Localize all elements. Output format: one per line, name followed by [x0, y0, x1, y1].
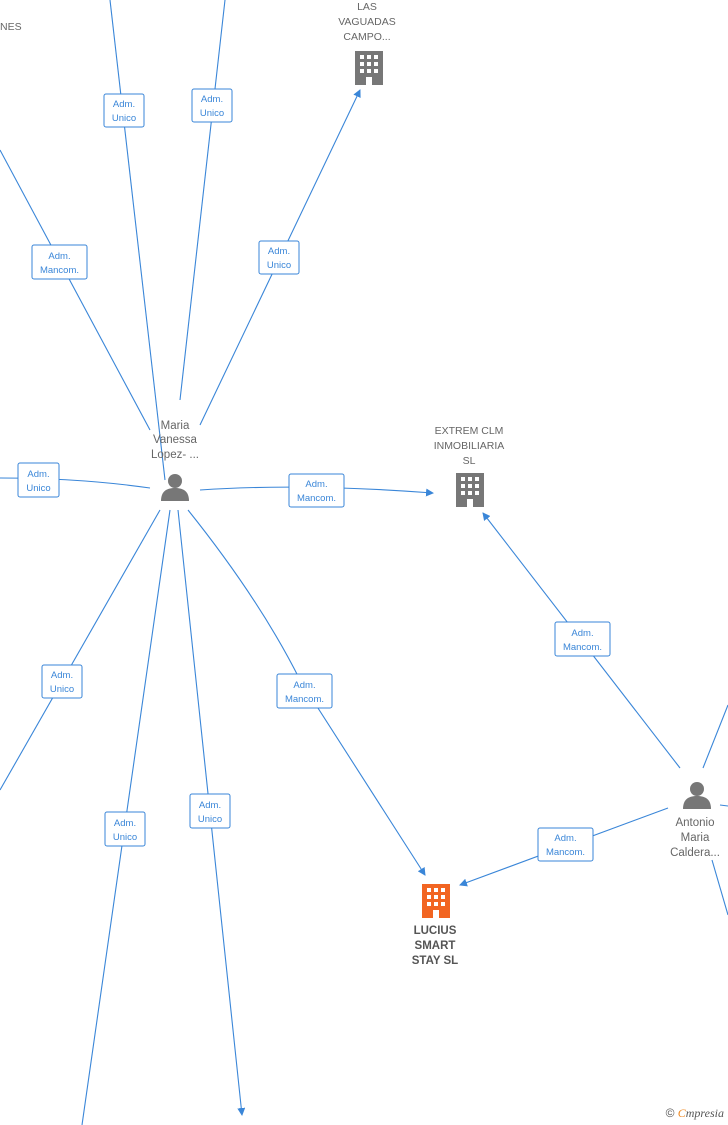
- svg-text:Adm.: Adm.: [113, 99, 135, 110]
- svg-text:Mancom.: Mancom.: [563, 642, 602, 653]
- svg-text:LUCIUS: LUCIUS: [414, 925, 457, 937]
- edge-label-10: Adm. Unico: [189, 793, 231, 829]
- svg-text:Unico: Unico: [112, 113, 136, 124]
- node-lucius[interactable]: LUCIUS SMART STAY SL: [412, 884, 458, 967]
- watermark: © Cmpresia: [666, 1106, 724, 1121]
- edge-label-4: Adm. Unico: [258, 240, 300, 275]
- edge-label-7: Adm. Unico: [41, 664, 83, 699]
- copyright-symbol: ©: [665, 1106, 675, 1120]
- edge-right-top: [702, 704, 728, 769]
- edge-label-11: Adm. Mancom.: [554, 621, 611, 657]
- svg-text:Adm.: Adm.: [51, 670, 73, 681]
- svg-text:SL: SL: [463, 455, 476, 467]
- svg-text:Adm.: Adm.: [305, 479, 327, 490]
- edge-label-9: Adm. Unico: [104, 811, 146, 847]
- svg-text:Adm.: Adm.: [27, 469, 49, 480]
- svg-text:Adm.: Adm.: [293, 680, 315, 691]
- edge-bottom-left: [0, 509, 161, 791]
- svg-text:SMART: SMART: [415, 940, 456, 952]
- svg-text:Unico: Unico: [113, 832, 137, 843]
- svg-text:Caldera...: Caldera...: [670, 847, 720, 859]
- edge-label-6: Adm. Mancom.: [288, 473, 345, 508]
- node-maria[interactable]: Maria Vanessa Lopez- ...: [151, 420, 199, 501]
- node-las-vaguadas[interactable]: LAS VAGUADAS CAMPO...: [338, 1, 396, 85]
- person-icon: [683, 782, 711, 809]
- node-extrem[interactable]: EXTREM CLM INMOBILIARIA SL: [434, 425, 505, 507]
- node-antonio[interactable]: Antonio Maria Caldera...: [670, 782, 720, 859]
- svg-text:Unico: Unico: [198, 814, 222, 825]
- edge-label-5: Adm. Unico: [17, 462, 60, 498]
- edge-label-1: Adm. Unico: [103, 93, 145, 128]
- svg-text:Vanessa: Vanessa: [153, 434, 198, 446]
- edge-label-2: Adm. Unico: [191, 88, 233, 123]
- svg-text:Mancom.: Mancom.: [285, 694, 324, 705]
- edge-label-8: Adm. Mancom.: [276, 673, 333, 709]
- edge-top-1: [109, 0, 166, 481]
- svg-text:Antonio: Antonio: [675, 817, 714, 829]
- svg-text:Adm.: Adm.: [199, 800, 221, 811]
- svg-text:INMOBILIARIA: INMOBILIARIA: [434, 440, 505, 452]
- svg-text:VAGUADAS: VAGUADAS: [338, 16, 396, 28]
- svg-text:EXTREM CLM: EXTREM CLM: [435, 425, 504, 437]
- svg-text:Unico: Unico: [200, 108, 224, 119]
- svg-text:Maria: Maria: [681, 832, 710, 844]
- svg-text:Adm.: Adm.: [201, 94, 223, 105]
- edge-top-2: [179, 0, 226, 401]
- edge-label-12: Adm. Mancom.: [537, 827, 594, 862]
- building-icon: [355, 51, 383, 85]
- brand-logo: Cmpresia: [677, 1106, 724, 1120]
- svg-text:Adm.: Adm.: [554, 833, 576, 844]
- svg-text:Mancom.: Mancom.: [297, 493, 336, 504]
- svg-text:CAMPO...: CAMPO...: [343, 31, 390, 43]
- svg-text:Adm.: Adm.: [48, 251, 70, 262]
- edge-label-3: Adm. Mancom.: [31, 244, 88, 280]
- edge-labels: Adm. Unico Adm. Unico Adm. Mancom. Adm. …: [17, 88, 611, 862]
- svg-text:Adm.: Adm.: [268, 246, 290, 257]
- edge-to-lucius-maria: [187, 509, 426, 876]
- edge-right-mid: [719, 804, 728, 807]
- svg-text:Unico: Unico: [26, 483, 50, 494]
- building-icon: [422, 884, 450, 918]
- edge-top-left: [0, 149, 151, 431]
- edge-right-bottom: [711, 859, 728, 916]
- node-partial-left-label: NES: [0, 21, 22, 33]
- building-icon: [456, 473, 484, 507]
- svg-text:Adm.: Adm.: [571, 628, 593, 639]
- svg-text:Mancom.: Mancom.: [546, 847, 585, 858]
- svg-text:LAS: LAS: [357, 1, 377, 13]
- svg-text:STAY SL: STAY SL: [412, 955, 458, 967]
- svg-text:Maria: Maria: [161, 420, 190, 432]
- svg-text:Unico: Unico: [50, 684, 74, 695]
- svg-text:Adm.: Adm.: [114, 818, 136, 829]
- svg-text:Lopez- ...: Lopez- ...: [151, 449, 199, 461]
- svg-text:Mancom.: Mancom.: [40, 265, 79, 276]
- svg-text:Unico: Unico: [267, 260, 291, 271]
